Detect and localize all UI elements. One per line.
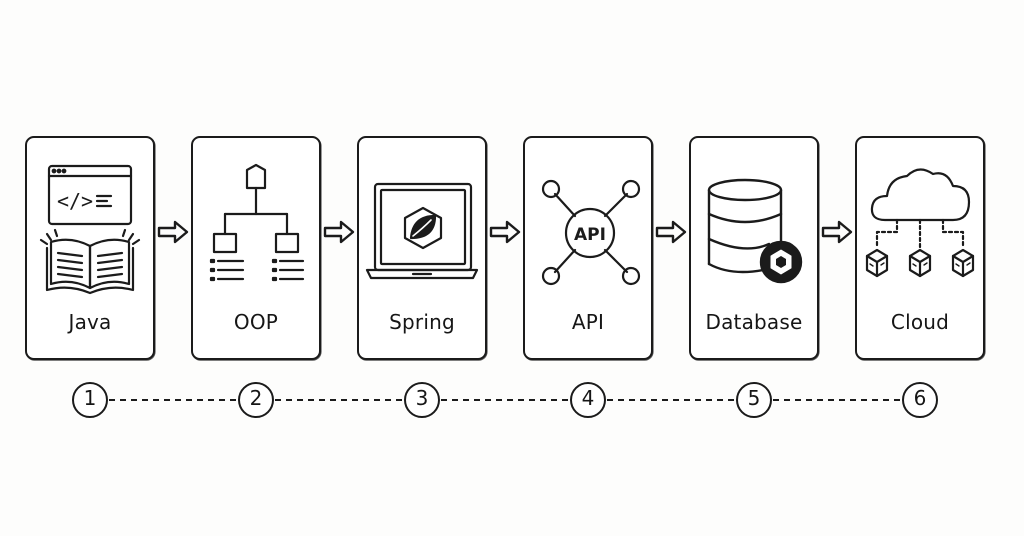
step-circle-5	[736, 382, 772, 418]
step-card-database: Database	[689, 136, 819, 360]
api-network-hub-icon: API	[525, 138, 651, 298]
step-label-database: Database	[705, 310, 803, 334]
cloud-containers-icon	[857, 138, 983, 298]
step-number-4: 4	[581, 386, 595, 410]
step-card-spring: Spring	[357, 136, 487, 360]
step-circle-1	[72, 382, 108, 418]
step-card-oop: OOP	[191, 136, 321, 360]
database-cylinder-icon	[691, 138, 817, 298]
step-circle-2	[238, 382, 274, 418]
code-window-book-icon: </>	[27, 138, 153, 298]
step-card-java: </>	[25, 136, 155, 360]
api-hub-text: API	[574, 225, 606, 245]
step-circle-3	[404, 382, 440, 418]
step-number-3: 3	[415, 386, 429, 410]
timeline-graphic	[72, 382, 938, 418]
step-label-cloud: Cloud	[890, 310, 950, 334]
step-card-api: API API	[523, 136, 653, 360]
class-hierarchy-icon	[193, 138, 319, 298]
step-circle-4	[570, 382, 606, 418]
step-label-java: Java	[68, 310, 112, 334]
step-number-1: 1	[83, 386, 97, 410]
flow-arrow-3	[488, 218, 522, 246]
step-circle-6	[902, 382, 938, 418]
step-card-cloud: Cloud	[855, 136, 985, 360]
flow-arrow-4	[654, 218, 688, 246]
step-label-api: API	[571, 310, 605, 334]
flow-arrow-2	[322, 218, 356, 246]
step-number-2: 2	[249, 386, 263, 410]
step-number-5: 5	[747, 386, 761, 410]
step-number-6: 6	[913, 386, 927, 410]
flow-arrow-1	[156, 218, 190, 246]
step-timeline: 1 2 3 4 5 6	[0, 380, 1024, 424]
step-label-oop: OOP	[233, 310, 279, 334]
code-symbol: </>	[57, 189, 93, 213]
laptop-spring-leaf-icon	[359, 138, 485, 298]
step-label-spring: Spring	[389, 310, 455, 334]
flow-arrow-5	[820, 218, 854, 246]
